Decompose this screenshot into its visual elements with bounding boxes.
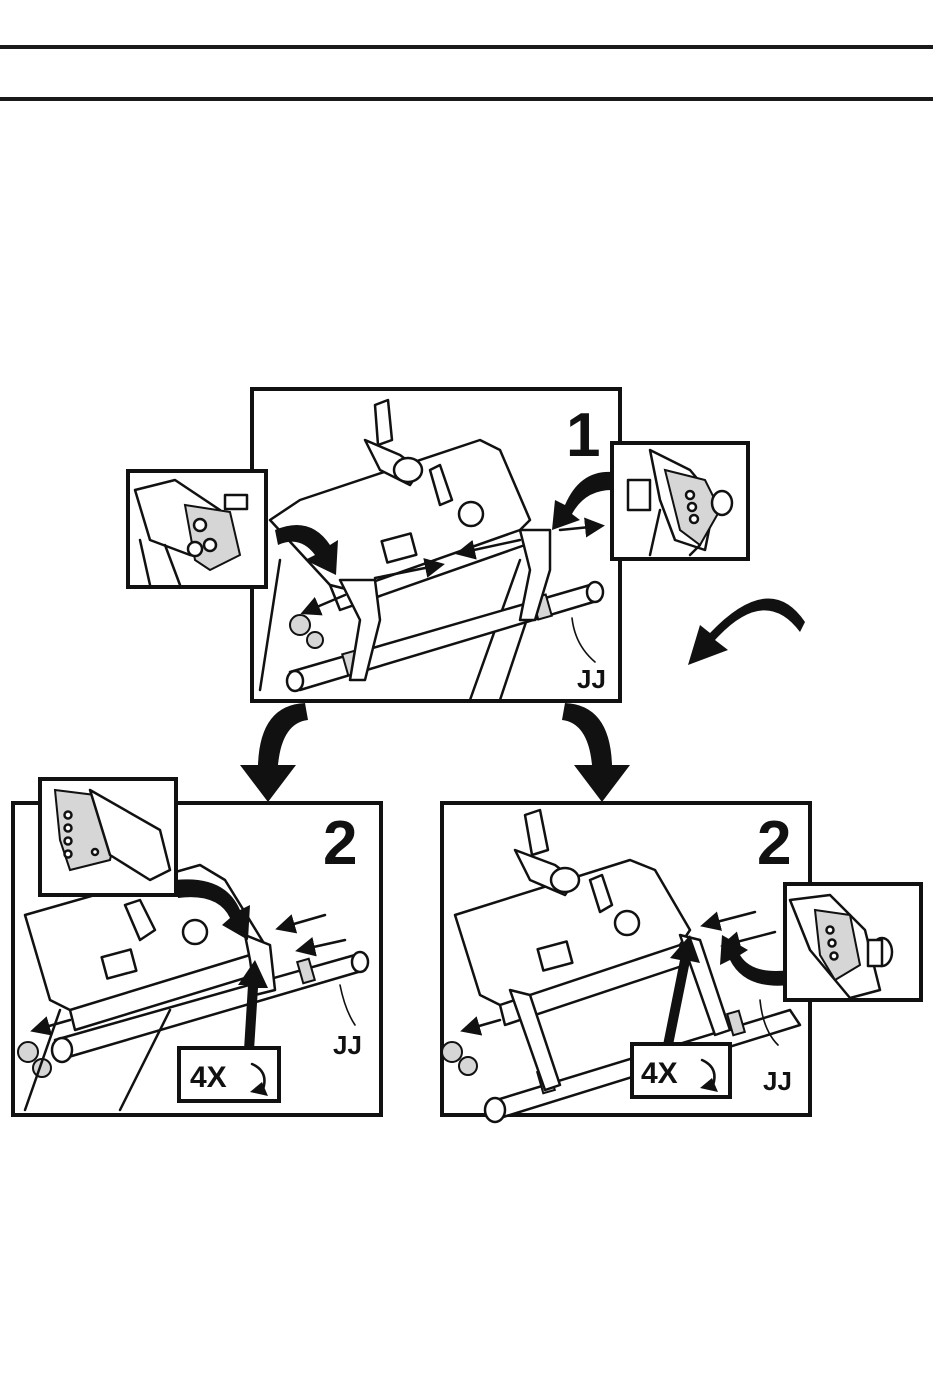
detail-inset-panel-2-left [40, 779, 176, 895]
arrow-to-left-option [240, 703, 308, 802]
crank-handle [375, 400, 392, 445]
step-number-2-right: 2 [757, 809, 791, 878]
detail-inset-left [128, 471, 266, 587]
rotate-direction-arrow [688, 598, 805, 665]
step-number-1: 1 [566, 401, 600, 470]
turns-label-left: 4X [190, 1061, 227, 1094]
turns-label-right: 4X [641, 1057, 678, 1090]
arrow-to-right-option [562, 703, 630, 802]
panel-step-1: 1 JJ [252, 389, 620, 701]
knob [459, 502, 483, 526]
detail-inset-panel-2-right [785, 884, 921, 1000]
detail-inset-right [612, 443, 748, 559]
callout-jj-1: JJ [577, 664, 606, 694]
step-number-2-left: 2 [323, 809, 357, 878]
panel-step-2-right: 2 JJ 4X [442, 803, 810, 1122]
callout-jj-2-left: JJ [333, 1030, 362, 1060]
callout-jj-2-right: JJ [763, 1066, 792, 1096]
